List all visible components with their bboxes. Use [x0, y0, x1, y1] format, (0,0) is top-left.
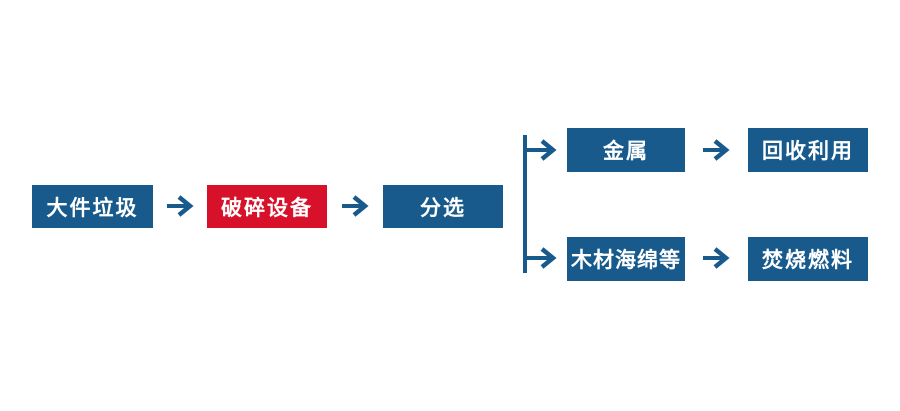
node-metal-label: 金属	[603, 140, 649, 163]
arrow-right-icon	[702, 138, 730, 162]
branch-arrow-right-icon	[527, 246, 557, 270]
node-sorting-label: 分选	[420, 196, 466, 220]
node-bulky-waste: 大件垃圾	[32, 185, 153, 228]
node-incineration-fuel: 焚烧燃料	[748, 237, 868, 281]
node-recycling: 回收利用	[748, 128, 868, 172]
node-wood-sponge-label: 木材海绵等	[571, 249, 681, 272]
arrow-right-icon	[166, 194, 194, 218]
node-crushing-equipment: 破碎设备	[207, 185, 327, 228]
node-incineration-fuel-label: 焚烧燃料	[762, 249, 854, 272]
node-bulky-waste-label: 大件垃圾	[46, 196, 139, 220]
node-recycling-label: 回收利用	[762, 140, 854, 163]
node-sorting: 分选	[383, 185, 503, 228]
node-crushing-equipment-label: 破碎设备	[221, 196, 313, 220]
node-wood-sponge: 木材海绵等	[567, 237, 685, 281]
branch-connector-line	[523, 135, 527, 273]
branch-arrow-right-icon	[527, 138, 557, 162]
arrow-right-icon	[702, 246, 730, 270]
node-metal: 金属	[567, 128, 685, 172]
arrow-right-icon	[341, 194, 369, 218]
